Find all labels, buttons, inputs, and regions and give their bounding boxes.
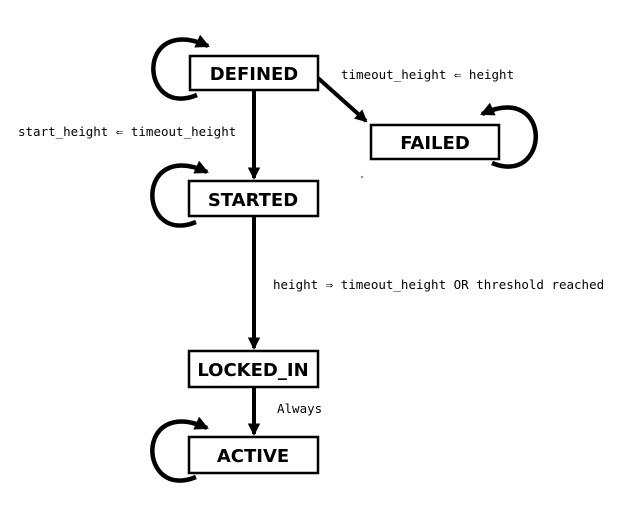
self-loop-started (150, 160, 209, 228)
state-started: STARTED (187, 179, 320, 218)
state-defined-box (188, 54, 320, 92)
state-active: ACTIVE (187, 435, 320, 475)
state-defined-label: DEFINED (210, 64, 299, 85)
edge-defined-failed (316, 76, 368, 123)
state-failed: FAILED (369, 123, 501, 161)
self-loop-defined (151, 34, 210, 101)
state-failed-label: FAILED (400, 133, 470, 154)
edge-label-lockedin-active: Always (277, 401, 322, 416)
self-loop-failed (480, 102, 538, 169)
state-active-label: ACTIVE (217, 446, 289, 467)
state-locked-in: LOCKED_IN (187, 349, 320, 389)
edge-labels: timeout_height ⇐ height start_height ⇐ t… (18, 67, 604, 416)
state-locked-in-label: LOCKED_IN (197, 360, 308, 381)
state-defined: DEFINED (188, 54, 320, 92)
state-failed-box (369, 123, 501, 161)
state-started-label: STARTED (208, 190, 298, 211)
transition-edges (247, 76, 368, 436)
self-loop-active (150, 416, 209, 483)
self-loops (150, 34, 538, 483)
state-locked-in-box (187, 349, 320, 389)
state-boxes: DEFINED FAILED STARTED LOCKED_IN ACTIVE (187, 54, 501, 475)
state-started-box (187, 179, 320, 218)
edge-label-defined-failed: timeout_height ⇐ height (341, 67, 514, 82)
stray-dot-artifact (360, 175, 364, 179)
state-active-box (187, 435, 320, 475)
edge-label-started-lockedin: height ⇒ timeout_height OR threshold rea… (273, 277, 604, 292)
edge-label-defined-started: start_height ⇐ timeout_height (18, 124, 236, 139)
